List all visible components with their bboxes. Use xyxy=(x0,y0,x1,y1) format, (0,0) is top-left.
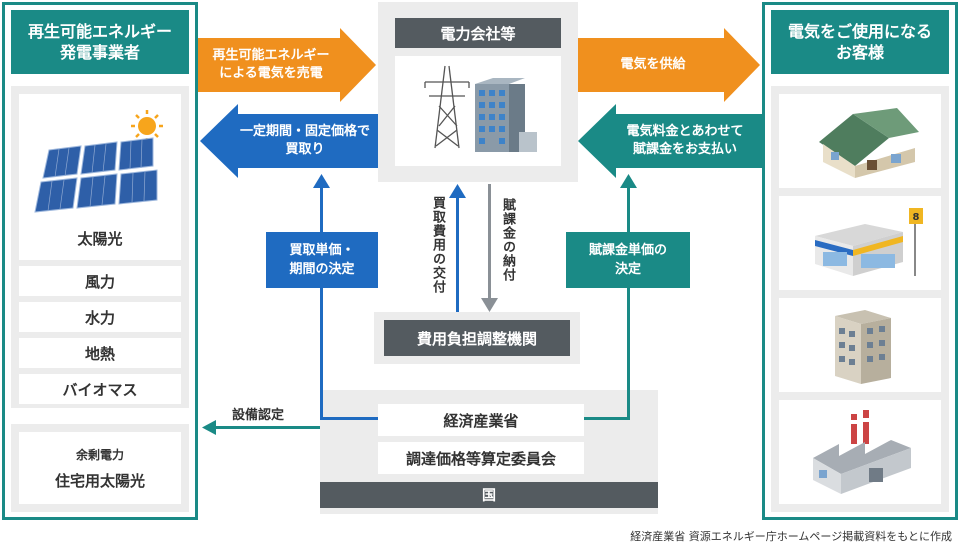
levy-payment-label: 賦課金の納付 xyxy=(500,198,515,282)
customer-office-tile xyxy=(779,298,941,392)
purchase-arrow xyxy=(200,104,378,178)
sell-line1: 再生可能エネルギー xyxy=(212,48,330,63)
levy-arrow-head xyxy=(481,298,498,312)
source-label-geothermal: 地熱 xyxy=(84,344,115,363)
sell-electricity-arrow xyxy=(198,28,376,102)
certification-arrow-head xyxy=(202,420,216,435)
generator-title-line2: 発電事業者 xyxy=(59,43,140,62)
customer-house-tile xyxy=(779,94,941,188)
source-label-biomass: バイオマス xyxy=(62,380,138,399)
levy-arrow-shaft xyxy=(488,184,491,300)
committee-box: 調達価格等算定委員会 xyxy=(378,442,584,474)
convenience-store-icon: 8 xyxy=(815,208,923,276)
generator-title-line1: 再生可能エネルギー xyxy=(27,22,172,41)
svg-text:8: 8 xyxy=(913,212,920,223)
grant-label: 買取費用の交付 xyxy=(430,196,445,294)
surcharge-line2: 決定 xyxy=(614,262,641,277)
country-bar: 国 xyxy=(320,482,658,508)
generator-header: 再生可能エネルギー 発電事業者 xyxy=(11,10,189,74)
customer-factory-tile xyxy=(779,400,941,504)
residential-solar-box: 余剰電力 住宅用太陽光 xyxy=(19,432,181,504)
price-line2: 期間の決定 xyxy=(289,262,355,277)
adjustment-org-box: 費用負担調整機関 xyxy=(384,320,570,356)
buy-line2: 買取り xyxy=(285,142,325,157)
price-decision-arrow-head xyxy=(313,174,330,188)
house-icon xyxy=(819,108,919,178)
source-wind: 風力 xyxy=(19,266,181,296)
supply-electricity-arrow xyxy=(578,28,760,102)
pay-line1: 電気料金とあわせて xyxy=(626,124,744,139)
supply-label: 電気を供給 xyxy=(580,40,726,90)
price-line1: 買取単価・ xyxy=(289,243,355,258)
adjustment-org-label: 費用負担調整機関 xyxy=(416,329,537,348)
certification-label: 設備認定 xyxy=(232,408,285,423)
surcharge-line1: 賦課金単価の xyxy=(588,243,667,258)
residential-solar-label: 住宅用太陽光 xyxy=(54,472,145,490)
meti-box: 経済産業省 xyxy=(378,404,584,436)
sell-line2: による電気を売電 xyxy=(219,66,323,81)
grant-arrow-shaft xyxy=(456,196,459,312)
customer-title-line2: お客様 xyxy=(835,43,884,62)
source-label-hydro: 水力 xyxy=(84,308,115,327)
price-decision-box: 買取単価・ 期間の決定 xyxy=(266,232,378,288)
office-building-icon xyxy=(835,310,891,384)
payment-arrow xyxy=(578,104,762,178)
factory-icon xyxy=(813,410,911,494)
surcharge-line-horizontal xyxy=(584,417,629,420)
customer-title-line1: 電気をご使用になる xyxy=(787,22,932,41)
buy-line1: 一定期間・固定価格で xyxy=(239,124,370,139)
solar-panel-icon: 太陽光 xyxy=(34,110,163,248)
utility-header: 電力会社等 xyxy=(395,18,561,48)
supply-text: 電気を供給 xyxy=(620,57,686,72)
source-note: 経済産業省 資源エネルギー庁ホームページ掲載資料をもとに作成 xyxy=(630,530,952,543)
grant-arrow-head xyxy=(449,184,466,198)
source-hydro: 水力 xyxy=(19,302,181,332)
utility-illustration xyxy=(395,56,561,166)
source-geothermal: 地熱 xyxy=(19,338,181,368)
customer-header: 電気をご使用になる お客様 xyxy=(771,10,949,74)
utility-title: 電力会社等 xyxy=(440,24,516,43)
certification-line xyxy=(214,426,320,429)
surcharge-arrow-head xyxy=(620,174,637,188)
source-biomass: バイオマス xyxy=(19,374,181,404)
payment-label: 電気料金とあわせて 賦課金をお支払い xyxy=(610,116,760,166)
surcharge-line-vertical xyxy=(627,186,630,420)
sell-electricity-label: 再生可能エネルギー による電気を売電 xyxy=(200,40,342,90)
price-decision-line-horizontal xyxy=(320,417,378,420)
source-label-solar: 太陽光 xyxy=(77,230,122,248)
meti-label: 経済産業省 xyxy=(443,411,519,430)
surcharge-decision-box: 賦課金単価の 決定 xyxy=(566,232,690,288)
surplus-power-label: 余剰電力 xyxy=(75,448,124,462)
committee-label: 調達価格等算定委員会 xyxy=(405,449,556,468)
purchase-label: 一定期間・固定価格で 買取り xyxy=(232,116,378,166)
customer-store-tile: 8 xyxy=(779,196,941,290)
source-label-wind: 風力 xyxy=(84,272,115,291)
power-plant-icon xyxy=(424,65,537,152)
pay-line2: 賦課金をお支払い xyxy=(632,142,737,157)
solar-panel-tile: 太陽光 xyxy=(19,94,181,260)
price-decision-line-vertical xyxy=(320,186,323,420)
country-label: 国 xyxy=(482,488,496,504)
